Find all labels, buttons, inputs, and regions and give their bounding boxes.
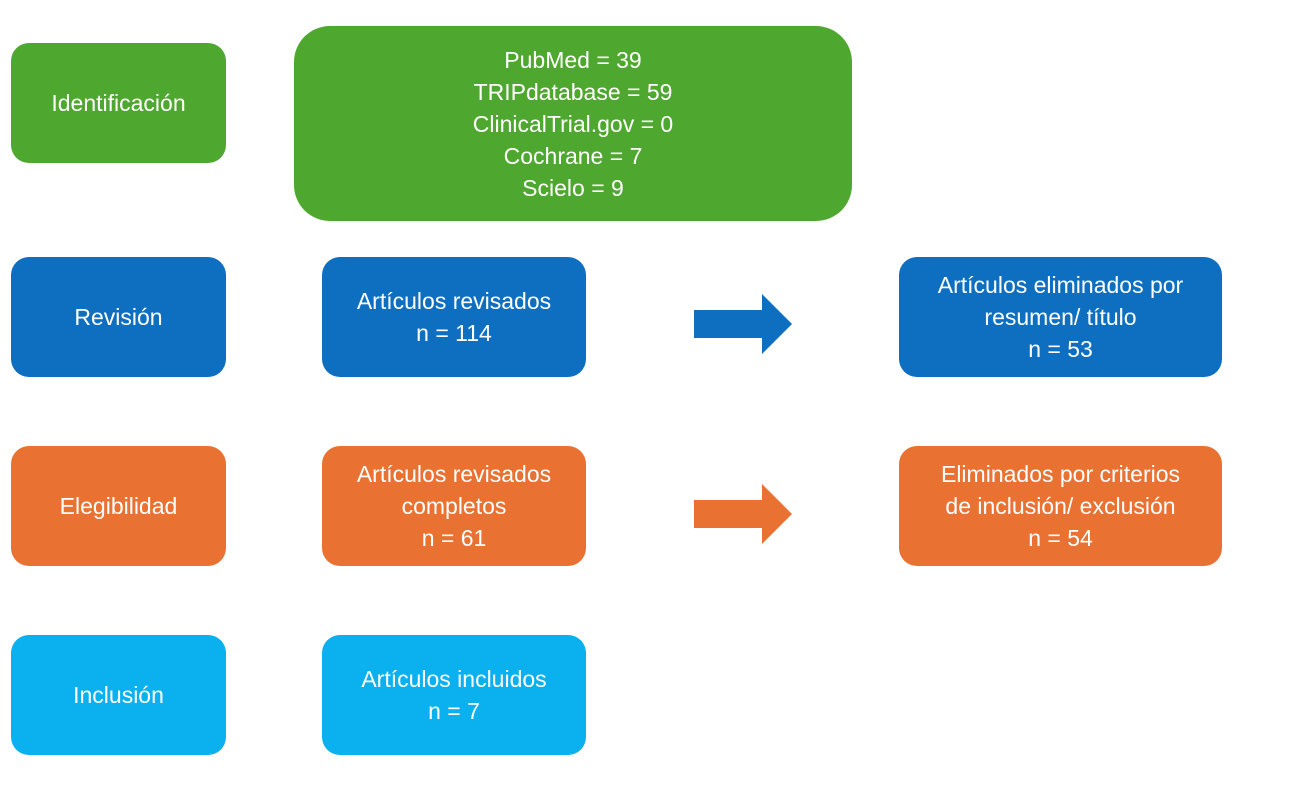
eliminados-criterios-title: Eliminados por criterios — [940, 461, 1181, 487]
stage-elegibilidad-label: Elegibilidad — [59, 493, 178, 519]
source-cochrane: Cochrane = 7 — [503, 142, 643, 169]
incluidos-box: Artículos incluidos n = 7 — [322, 635, 586, 755]
revisados-title: Artículos revisados — [356, 288, 552, 314]
revisados-box: Artículos revisados n = 114 — [322, 257, 586, 377]
source-clinicaltrial: ClinicalTrial.gov = 0 — [472, 110, 674, 137]
source-pubmed: PubMed = 39 — [504, 46, 642, 73]
stage-inclusion-label: Inclusión — [73, 682, 164, 708]
sources-box: PubMed = 39 TRIPdatabase = 59 ClinicalTr… — [294, 26, 852, 221]
completos-title: Artículos revisados — [356, 461, 552, 487]
eliminados-criterios-title-2: de inclusión/ exclusión — [945, 493, 1176, 519]
stage-identificacion-label: Identificación — [51, 90, 186, 116]
stage-inclusion: Inclusión — [11, 635, 226, 755]
eliminados-resumen-title-2: resumen/ título — [984, 304, 1137, 330]
revisados-count: n = 114 — [416, 320, 492, 346]
eliminados-criterios-count: n = 54 — [1028, 525, 1093, 551]
incluidos-count: n = 7 — [428, 698, 480, 724]
eliminados-resumen-title: Artículos eliminados por — [937, 272, 1184, 298]
source-scielo: Scielo = 9 — [522, 174, 624, 201]
eliminados-resumen-box: Artículos eliminados por resumen/ título… — [899, 257, 1222, 377]
stage-elegibilidad: Elegibilidad — [11, 446, 226, 566]
right-arrow-icon — [694, 484, 792, 544]
right-arrow-icon — [694, 294, 792, 354]
stage-revision: Revisión — [11, 257, 226, 377]
eliminados-resumen-count: n = 53 — [1028, 336, 1093, 362]
source-tripdatabase: TRIPdatabase = 59 — [473, 78, 673, 105]
stage-revision-label: Revisión — [74, 304, 163, 330]
incluidos-title: Artículos incluidos — [361, 666, 547, 692]
eliminados-criterios-box: Eliminados por criterios de inclusión/ e… — [899, 446, 1222, 566]
stage-identificacion: Identificación — [11, 43, 226, 163]
completos-count: n = 61 — [421, 525, 487, 551]
completos-title-2: completos — [401, 493, 507, 519]
completos-box: Artículos revisados completos n = 61 — [322, 446, 586, 566]
